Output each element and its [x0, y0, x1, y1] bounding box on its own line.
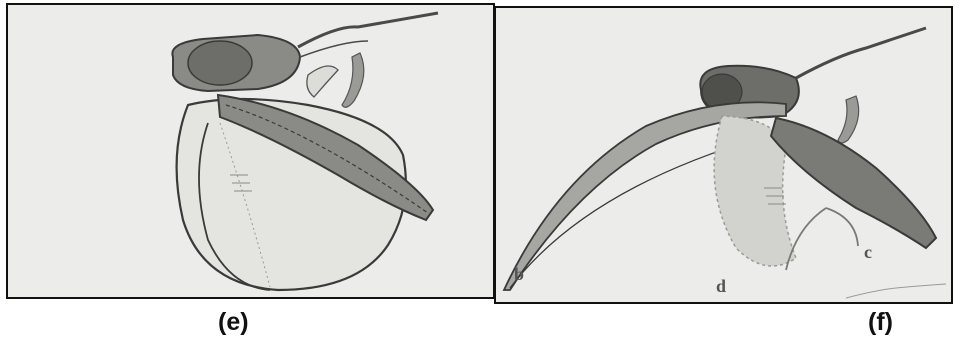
label-d: d: [716, 276, 726, 296]
label-c: c: [864, 242, 872, 262]
caption-f: (f): [868, 308, 893, 337]
flower-illustration-f: b d c: [496, 8, 951, 302]
caption-e: (e): [218, 308, 249, 337]
flower-illustration-e: [8, 5, 493, 297]
label-b: b: [514, 264, 524, 284]
figure-panel-e: [6, 3, 495, 299]
figure-panel-f: b d c: [494, 6, 953, 304]
